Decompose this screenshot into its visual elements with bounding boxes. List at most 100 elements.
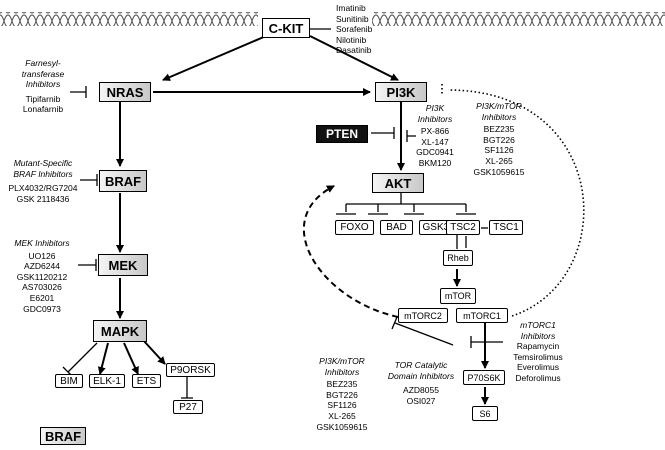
node-elk1: ELK-1: [89, 374, 125, 388]
drugs-braf: Mutant-Specific BRAF Inhibitors PLX4032/…: [3, 158, 83, 204]
drugs-mek: MEK Inhibitors UO126 AZD6244 GSK1120212 …: [10, 238, 74, 314]
drug-item: GDC0973: [23, 303, 61, 314]
node-braf: BRAF: [99, 170, 147, 192]
inhibit-braf-drugs: [80, 174, 98, 186]
node-pi3k: PI3K: [375, 82, 427, 102]
drug-item: Lonafarnib: [22, 104, 64, 115]
node-rheb: Rheb: [443, 250, 473, 266]
node-s6: S6: [472, 406, 498, 421]
membrane-right: [372, 12, 665, 26]
drug-item: XL-265: [485, 155, 513, 166]
node-pten: PTEN: [316, 125, 368, 143]
node-ets: ETS: [132, 374, 161, 388]
drug-group-header: BRAF Inhibitors: [13, 168, 73, 179]
arrow-mapk-elk1: [97, 342, 109, 375]
drug-item: Nilotinib: [336, 34, 367, 45]
drug-item: SF1126: [484, 145, 514, 156]
inhibit-mapk-bim: [62, 342, 98, 378]
drug-item: BKM120: [418, 157, 452, 168]
node-mek: MEK: [98, 254, 148, 276]
node-p90rsk: P9ORSK: [166, 363, 215, 377]
legend-braf: BRAF: [40, 427, 86, 445]
arrow-ckit-nras: [162, 35, 267, 81]
drug-item: XL-147: [421, 136, 449, 147]
drug-item: BGT226: [483, 134, 515, 145]
drug-group-header: PI3K/mTOR: [476, 101, 522, 111]
drugs-ckit: Imatinib Sunitinib Sorafenib Nilotinib D…: [336, 3, 372, 56]
drug-item: Dasatinib: [336, 45, 372, 56]
drug-group-header: Mutant-Specific: [13, 158, 73, 168]
node-p27: P27: [173, 400, 203, 414]
drug-item: GSK1059615: [473, 166, 525, 177]
node-ckit: C-KIT: [262, 18, 310, 38]
arrow-ckit-pi3k: [309, 35, 399, 81]
node-mtor: mTOR: [440, 288, 476, 304]
drug-group-header: PI3K: [425, 103, 445, 113]
drugs-mtorc1: mTORC1 Inhibitors Rapamycin Temsirolimus…: [508, 320, 568, 384]
drug-group-header: Inhibitors: [417, 113, 453, 124]
arrow-mapk-ets: [123, 342, 139, 375]
drug-item: GDC0941: [416, 147, 454, 158]
drug-item: Everolimus: [516, 362, 560, 373]
drugs-pi3k-mtor-bottom: PI3K/mTOR Inhibitors BEZ235 BGT226 SF112…: [310, 356, 374, 432]
inhibit-farnesyl-nras: [70, 86, 87, 98]
drugs-pi3k-mtor-top: PI3K/mTOR Inhibitors BEZ235 BGT226 SF112…: [467, 101, 531, 177]
drug-item: AZD6244: [24, 261, 60, 272]
inhibit-ckit-drugs: [307, 23, 331, 35]
drug-group-header: MEK Inhibitors: [14, 238, 70, 248]
drug-item: PLX4032/RG7204: [8, 183, 78, 194]
membrane-left: [0, 12, 258, 26]
drug-item: BEZ235: [326, 379, 358, 390]
node-tsc2: TSC2: [446, 220, 480, 235]
drug-item: GSK1120212: [16, 271, 68, 282]
node-mtorc1: mTORC1: [456, 308, 508, 323]
drug-group-header: Inhibitors: [25, 79, 61, 90]
drug-item: Tipifarnib: [25, 93, 61, 104]
node-foxo: FOXO: [335, 220, 374, 235]
node-p70s6k: P70S6K: [463, 370, 505, 385]
feedback-mtorc1-pi3k: [441, 84, 585, 317]
drug-item: BEZ235: [483, 124, 515, 135]
drugs-tor-catalytic: TOR Catalytic Domain Inhibitors AZD8055 …: [385, 360, 457, 406]
arrow-mapk-p90rsk: [142, 339, 166, 365]
drug-group-header: TOR Catalytic: [394, 360, 448, 370]
drug-group-header: transferase: [21, 68, 65, 79]
inhibit-pten-pi3k: [371, 127, 395, 139]
drug-item: AS703026: [22, 282, 62, 293]
inhibit-tor-catalytic: [391, 316, 454, 346]
node-nras: NRAS: [99, 82, 151, 102]
drug-group-header: mTORC1: [520, 320, 556, 330]
drug-group-header: Inhibitors: [520, 330, 556, 341]
inhibit-mek-drugs: [78, 259, 97, 271]
inhibit-rheb-mtor: [451, 233, 463, 249]
drug-item: SF1126: [327, 400, 357, 411]
drug-item: OSI027: [406, 395, 436, 406]
drug-group-header: Inhibitors: [324, 366, 360, 377]
drug-item: UO126: [28, 250, 56, 261]
feedback-mtorc2-akt: [302, 185, 399, 318]
drugs-pi3k: PI3K Inhibitors PX-866 XL-147 GDC0941 BK…: [412, 103, 458, 169]
drug-item: BGT226: [326, 389, 358, 400]
inhibit-mtorc1-drugs: [470, 336, 503, 348]
node-akt: AKT: [372, 173, 424, 193]
inhibit-akt-branches: [345, 192, 467, 212]
node-mapk: MAPK: [93, 320, 147, 342]
drug-item: Sorafenib: [336, 24, 373, 35]
drug-item: Rapamycin: [516, 341, 560, 352]
drug-group-header: Farnesyl-: [25, 58, 61, 68]
drug-item: E6201: [29, 292, 55, 303]
drug-item: Imatinib: [336, 3, 366, 13]
node-tsc1: TSC1: [489, 220, 523, 235]
drug-item: GSK 2118436: [16, 193, 70, 204]
drug-item: GSK1059615: [316, 421, 368, 432]
drug-group-header: PI3K/mTOR: [319, 356, 365, 366]
drug-item: Temsirolimus: [513, 351, 563, 362]
node-bim: BIM: [55, 374, 83, 388]
node-mtorc2: mTORC2: [398, 308, 448, 323]
node-bad: BAD: [380, 220, 413, 235]
drug-item: AZD8055: [403, 385, 439, 396]
inhibit-p90rsk-p27: [181, 377, 193, 399]
drug-group-header: Inhibitors: [481, 111, 517, 122]
